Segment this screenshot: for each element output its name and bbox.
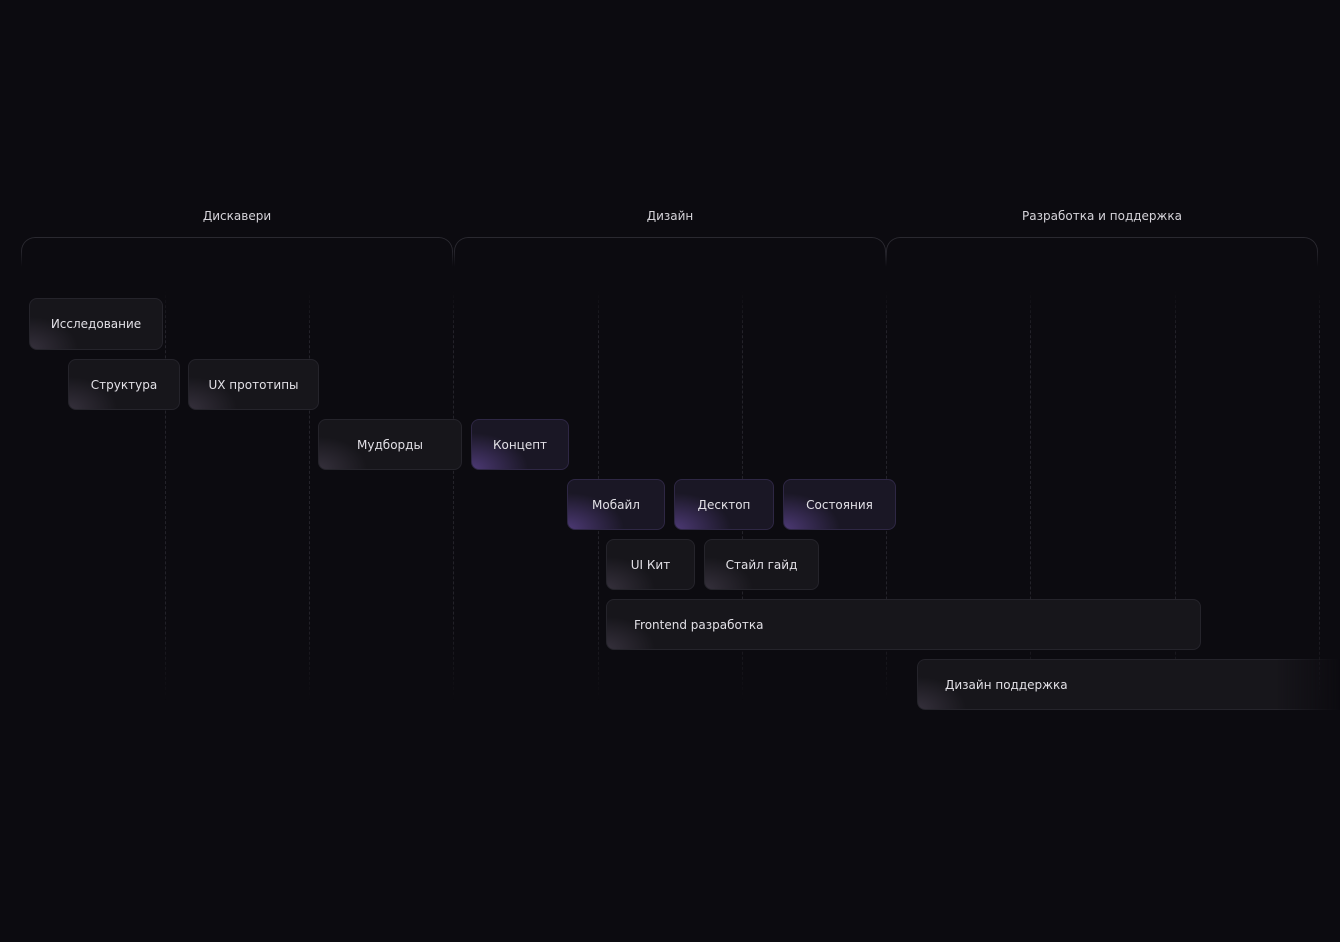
phase-label-design: Дизайн	[646, 209, 694, 223]
grid-line	[309, 290, 310, 700]
grid-line	[165, 290, 166, 700]
phase-bracket-development	[886, 237, 1318, 267]
grid-line	[1030, 290, 1031, 700]
task-label: Структура	[90, 377, 158, 392]
task-label: Frontend разработка	[634, 617, 764, 632]
task-moodboards[interactable]: Мудборды	[318, 419, 462, 470]
task-states[interactable]: Состояния	[783, 479, 896, 530]
grid-line	[1319, 290, 1320, 700]
phase-label-development: Разработка и поддержка	[1022, 209, 1182, 223]
task-ux-prototypes[interactable]: UX прототипы	[188, 359, 319, 410]
task-structure[interactable]: Структура	[68, 359, 180, 410]
grid-line	[453, 290, 454, 700]
phase-bracket-design	[454, 237, 886, 267]
task-label: Мобайл	[592, 497, 640, 512]
task-label: Концепт	[492, 437, 548, 452]
task-label: Дизайн поддержка	[945, 677, 1068, 692]
task-design-support[interactable]: Дизайн поддержка	[917, 659, 1340, 710]
task-label: Десктоп	[697, 497, 751, 512]
task-label: Стайл гайд	[725, 557, 798, 572]
task-label: UX прототипы	[208, 377, 299, 392]
phase-label-discovery: Дискавери	[202, 209, 272, 223]
task-label: Исследование	[50, 317, 142, 331]
task-label: Состояния	[806, 497, 873, 512]
task-label: Мудборды	[357, 437, 423, 452]
task-concept[interactable]: Концепт	[471, 419, 569, 470]
phase-bracket-discovery	[21, 237, 453, 267]
task-ui-kit[interactable]: UI Кит	[606, 539, 695, 590]
task-label: UI Кит	[630, 557, 671, 572]
task-research[interactable]: Исследование	[29, 298, 163, 350]
task-desktop[interactable]: Десктоп	[674, 479, 774, 530]
task-frontend-development[interactable]: Frontend разработка	[606, 599, 1201, 650]
task-style-guide[interactable]: Стайл гайд	[704, 539, 819, 590]
grid-line	[1175, 290, 1176, 700]
task-mobile[interactable]: Мобайл	[567, 479, 665, 530]
